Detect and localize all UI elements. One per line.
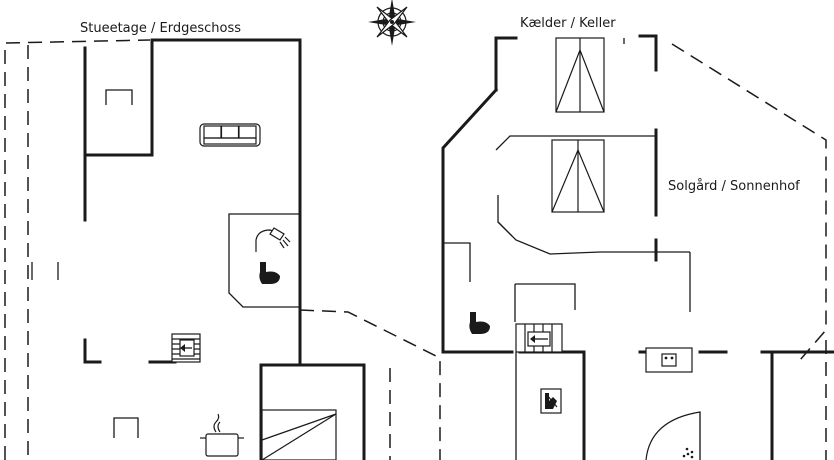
compass-rose-icon [368, 0, 416, 46]
shower-icon [255, 227, 291, 252]
cooking-pot-icon [200, 413, 244, 457]
toilet-icon [259, 262, 280, 284]
basement-walls [441, 34, 834, 460]
stairs-icon [171, 333, 201, 363]
washing-machine-icon [645, 411, 701, 460]
label-courtyard: Solgård / Sonnenhof [668, 179, 800, 194]
stairs-icon [515, 323, 563, 353]
dishwasher-icon [540, 388, 562, 414]
bed-icon [551, 139, 605, 213]
courtyard-outline [671, 43, 827, 460]
bed-icon [555, 37, 605, 113]
ground-floor-walls [4, 38, 441, 460]
label-ground-floor: Stueetage / Erdgeschoss [80, 21, 241, 36]
sink-icon [645, 347, 693, 373]
stairs-flight [261, 409, 337, 460]
toilet-icon [469, 312, 490, 334]
label-basement: Kælder / Keller [520, 16, 616, 31]
sofa-icon [199, 123, 261, 147]
